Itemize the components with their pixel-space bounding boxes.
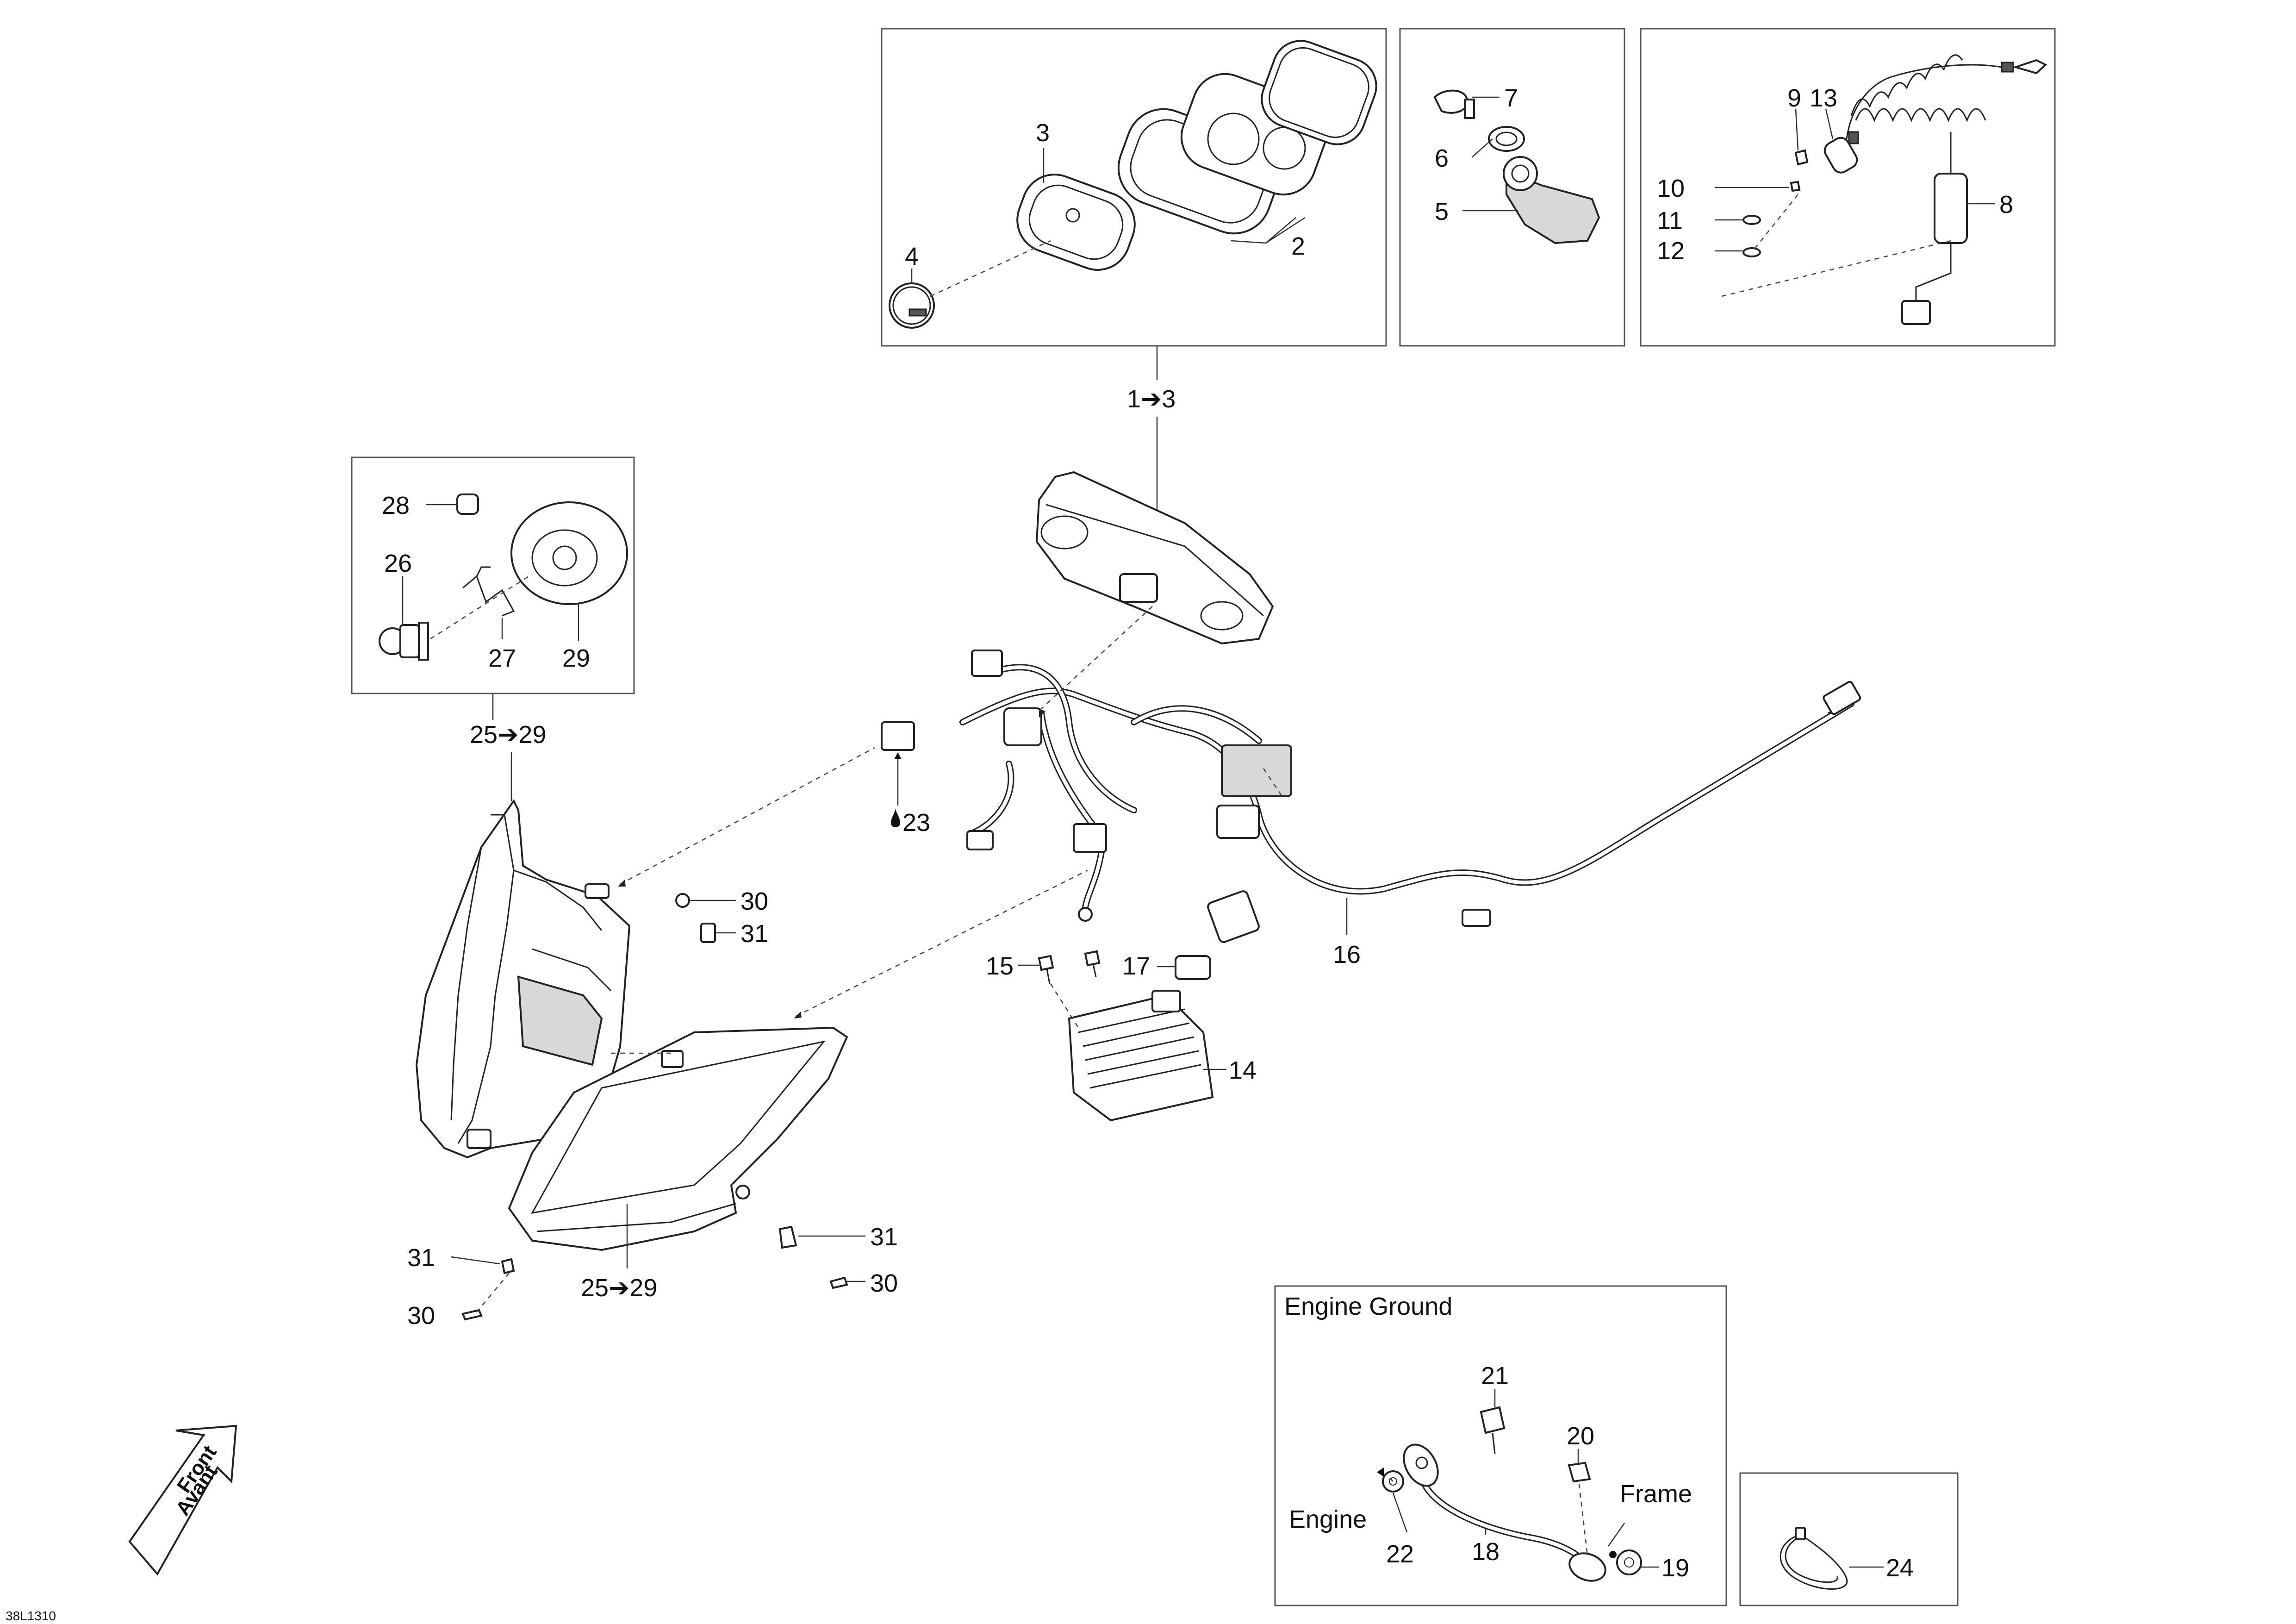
front-direction-arrow: Front Avant [128, 1424, 237, 1576]
gauge-assembly-part [1035, 471, 1274, 645]
callout-30-right: 30 [870, 1269, 898, 1297]
bulb-cap-part [456, 493, 479, 515]
callout-3: 3 [1036, 119, 1050, 147]
gauge-bezel-part [1016, 174, 1136, 271]
callout-27: 27 [488, 644, 516, 672]
headlight-bulb-part [379, 622, 429, 661]
wiring-harness-part [881, 650, 1861, 943]
switch-panel: 7 6 5 [1399, 28, 1625, 347]
connector-seal-part [1175, 955, 1211, 980]
callout-25-to-29-top: 25➔29 [470, 721, 546, 749]
callout-24: 24 [1886, 1554, 1914, 1582]
callout-5: 5 [1435, 198, 1449, 225]
callout-15: 15 [986, 952, 1014, 980]
accessory-outlet-panel: 9 13 10 11 12 8 [1640, 28, 2056, 347]
power-outlet-part [1901, 132, 1968, 325]
engine-label: Engine [1289, 1505, 1367, 1533]
headlight-bulb-panel: 28 26 27 29 [351, 456, 635, 694]
callout-8: 8 [1999, 191, 2013, 219]
emblem-part [889, 282, 935, 329]
engine-ground-panel: Engine Ground [1274, 1285, 1727, 1606]
callout-22: 22 [1386, 1540, 1414, 1568]
callout-26: 26 [384, 550, 412, 577]
callout-19: 19 [1661, 1554, 1689, 1582]
tie-strap-part [1780, 1527, 1848, 1590]
callout-31-top: 31 [740, 920, 768, 948]
star-washer-right-part [1609, 1549, 1642, 1575]
ignition-switch-part [1503, 156, 1600, 244]
switch-nut-part [1488, 126, 1525, 152]
callout-13: 13 [1810, 84, 1837, 112]
callout-12: 12 [1657, 237, 1685, 265]
callout-29: 29 [562, 644, 590, 672]
retaining-clip-part [462, 566, 515, 617]
frame-label: Frame [1620, 1480, 1692, 1508]
callout-14: 14 [1229, 1056, 1257, 1084]
voltage-regulator-part [1068, 990, 1214, 1122]
ground-bolt-part [1480, 1406, 1506, 1454]
left-headlight-part [415, 799, 631, 1159]
coiled-cord-part [1823, 54, 2047, 174]
callout-18: 18 [1472, 1538, 1500, 1566]
callout-30-top: 30 [740, 887, 768, 915]
gauge-cluster-panel: 3 2 4 [881, 28, 1387, 347]
adhesive-drop-icon [891, 808, 900, 827]
callout-30-left: 30 [407, 1302, 435, 1330]
callout-7: 7 [1504, 84, 1518, 112]
callout-4: 4 [905, 243, 919, 270]
callout-16: 16 [1333, 941, 1361, 968]
callout-23: 23 [902, 809, 930, 837]
ground-nut-part [1568, 1462, 1591, 1483]
right-headlight-part [508, 1026, 848, 1251]
gauge-lens-part [1261, 40, 1377, 145]
callout-1-to-3: 1➔3 [1127, 385, 1176, 413]
ground-cable-part [1403, 1443, 1606, 1582]
callout-11: 11 [1657, 207, 1683, 235]
outlet-hardware-parts [1742, 149, 1809, 257]
headlight-housing-cap-part [510, 501, 628, 605]
callout-31-left: 31 [407, 1244, 435, 1272]
switch-key-part [1433, 89, 1475, 119]
tie-strap-panel: 24 [1739, 1472, 1959, 1606]
callout-31-right: 31 [870, 1223, 898, 1251]
callout-2: 2 [1291, 232, 1305, 260]
callout-25-to-29-bottom: 25➔29 [581, 1274, 657, 1302]
callout-9: 9 [1787, 84, 1801, 112]
regulator-screws-part [1038, 950, 1101, 984]
callout-6: 6 [1435, 144, 1449, 172]
callout-28: 28 [382, 492, 410, 519]
drawing-code: 38L1310 [6, 1609, 56, 1623]
engine-ground-title: Engine Ground [1284, 1293, 1452, 1320]
headlight-hardware-parts [461, 893, 848, 1321]
callout-10: 10 [1657, 175, 1685, 202]
callout-21: 21 [1481, 1362, 1509, 1390]
callout-17: 17 [1122, 952, 1150, 980]
callout-20: 20 [1567, 1422, 1594, 1450]
